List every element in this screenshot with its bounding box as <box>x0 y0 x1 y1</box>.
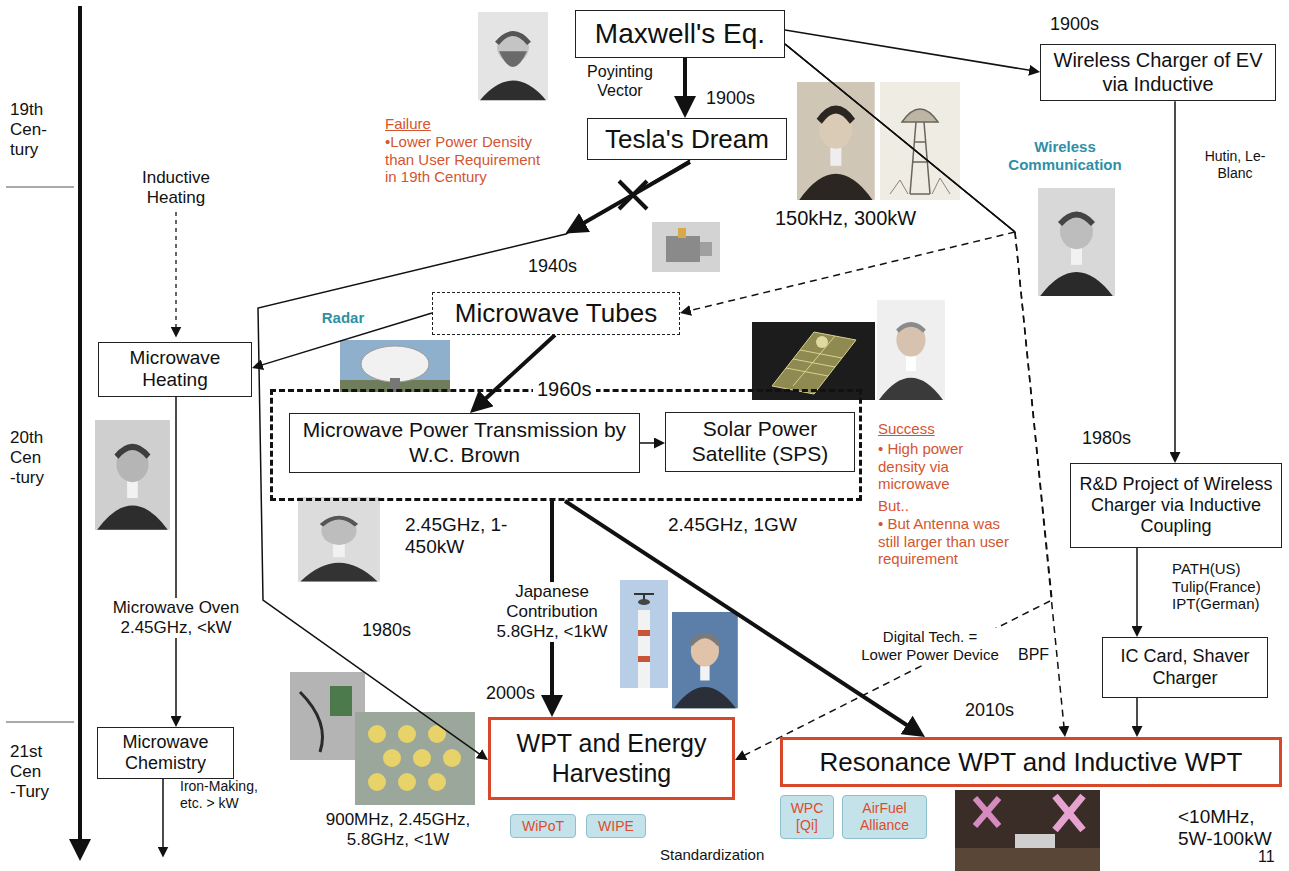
node-text: Resonance WPT and Inductive WPT <box>820 747 1243 778</box>
spec-label: 2.45GHz, 1-450kW <box>405 514 515 559</box>
annotation-label: Poyinting Vector <box>580 63 660 101</box>
portrait-photo <box>797 82 875 200</box>
node-text: R&D Project of Wireless Charger via Indu… <box>1077 474 1275 538</box>
process-box: Microwave Chemistry <box>97 727 234 779</box>
rectenna-photo <box>620 580 668 688</box>
annotation-label: Inductive Heating <box>120 168 232 208</box>
era-label: 2000s <box>486 683 535 704</box>
annotation-label: Wireless Communication <box>1000 138 1130 173</box>
portrait-photo <box>877 300 945 400</box>
radar-dish-photo <box>340 340 450 392</box>
era-label: 2010s <box>965 700 1014 721</box>
standard-badge: WiPoT <box>510 814 576 838</box>
era-label: 1960s <box>533 378 596 402</box>
era-label: 1900s <box>706 88 755 109</box>
connector-label: Japanese Contribution 5.8GHz, <1kW <box>486 582 618 642</box>
connector-label: Digital Tech. = Lower Power Device <box>859 628 1001 663</box>
portrait-photo <box>95 420 170 530</box>
node-text: Microwave Power Transmission by W.C. Bro… <box>296 418 633 468</box>
connector-label: Microwave Oven 2.45GHz, <kW <box>99 598 253 638</box>
connector <box>685 44 1015 312</box>
connector <box>1136 548 1138 632</box>
node-text: WiPoT <box>522 818 564 835</box>
process-box: R&D Project of Wireless Charger via Indu… <box>1070 463 1282 548</box>
process-box: IC Card, Shaver Charger <box>1102 637 1268 698</box>
era-label: 1940s <box>528 256 577 277</box>
era-region: 1960sMicrowave Power Transmission by W.C… <box>270 389 862 501</box>
node-text: WIPE <box>598 818 634 835</box>
node-text: WPC [Qi] <box>784 800 830 833</box>
era-label: 1980s <box>362 620 411 641</box>
connector <box>785 44 1064 732</box>
process-box: Microwave Power Transmission by W.C. Bro… <box>289 413 640 473</box>
timeline-axis <box>6 6 80 850</box>
node-text: WPT and Energy Harvesting <box>497 729 726 788</box>
era-label: 1900s <box>1050 14 1099 35</box>
highlight-box: Resonance WPT and Inductive WPT <box>780 737 1282 787</box>
spec-label: 150kHz, 300kW <box>775 207 916 231</box>
node-text: IC Card, Shaver Charger <box>1109 646 1261 688</box>
standard-badge: WIPE <box>586 814 646 838</box>
concept-box: Tesla's Dream <box>587 118 787 160</box>
arrow <box>162 779 164 852</box>
node-text: Wireless Charger of EV via Inductive <box>1047 49 1269 96</box>
node-text: Solar Power Satellite (SPS) <box>672 417 848 467</box>
tower-sketch <box>880 82 960 200</box>
century-label: 21st Cen -Tury <box>10 742 70 802</box>
dashed-arrow <box>175 212 177 332</box>
spec-label: <10MHz, 5W-100kW <box>1178 806 1282 851</box>
node-text: Microwave Heating <box>105 347 245 392</box>
annotation-label: Standardization <box>660 846 764 864</box>
century-label: 20th Cen -tury <box>10 428 70 488</box>
device-photo <box>290 672 365 760</box>
connector <box>640 442 660 444</box>
note-text: •Lower Power Density than User Requireme… <box>385 133 550 186</box>
spec-label: 2.45GHz, 1GW <box>668 514 797 536</box>
connector <box>785 30 1035 71</box>
node-text: Microwave Chemistry <box>104 732 227 774</box>
portrait-photo <box>1038 188 1115 296</box>
note-heading: Success <box>878 420 935 438</box>
node-text: AirFuel Alliance <box>846 800 923 833</box>
connector <box>175 397 177 722</box>
spec-label: 900MHz, 2.45GHz, 5.8GHz, <1W <box>298 810 498 850</box>
node-text: Tesla's Dream <box>605 124 769 155</box>
rectenna-sheet-photo <box>355 712 475 805</box>
standard-badge: WPC [Qi] <box>780 795 834 839</box>
process-box: Microwave Tubes <box>432 292 680 335</box>
portrait-photo <box>298 497 380 582</box>
process-box: Microwave Heating <box>98 342 252 397</box>
node-text: Microwave Tubes <box>455 298 657 329</box>
portrait-photo <box>672 612 738 708</box>
annotation-label: BPF <box>1018 646 1049 665</box>
page-number: 11 <box>1258 848 1275 867</box>
connector <box>683 58 687 107</box>
note-text: But.. <box>878 497 909 515</box>
node-text: Maxwell's Eq. <box>595 17 765 50</box>
annotation-label: PATH(US) Tulip(France) IPT(German) <box>1172 560 1282 613</box>
process-box: Wireless Charger of EV via Inductive <box>1040 44 1276 101</box>
connector <box>258 160 690 757</box>
portrait-photo <box>478 12 548 100</box>
process-box: Solar Power Satellite (SPS) <box>665 412 855 472</box>
microwave-tube-photo <box>652 222 720 272</box>
connector <box>1136 698 1138 732</box>
annotation-label: Hutin, Le-Blanc <box>1195 148 1275 181</box>
resonance-demo-photo <box>955 790 1100 871</box>
standard-badge: AirFuel Alliance <box>842 795 927 839</box>
note-text: • But Antenna was still larger than user… <box>878 515 1023 568</box>
connector-label: Radar <box>313 309 373 327</box>
annotation-label: Iron-Making, etc. > kW <box>180 778 280 811</box>
equation-box: Maxwell's Eq. <box>575 10 785 58</box>
connector <box>1174 101 1176 457</box>
highlight-box: WPT and Energy Harvesting <box>488 717 735 800</box>
note-text: • High power density via microwave <box>878 440 988 493</box>
era-label: 1980s <box>1082 428 1131 449</box>
note-heading: Failure <box>385 115 431 133</box>
century-label: 19th Cen- tury <box>10 100 70 160</box>
